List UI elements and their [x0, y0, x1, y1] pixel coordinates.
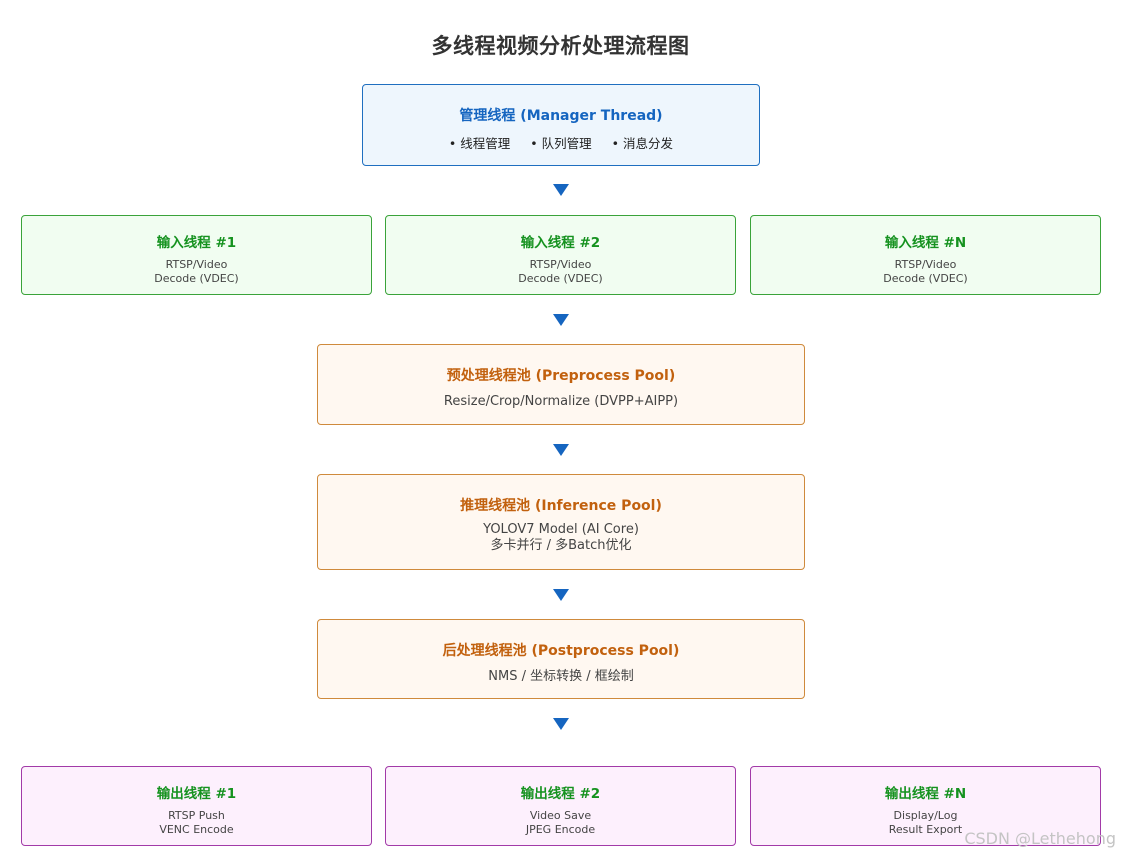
input-thread-1-line1: RTSP/Video — [165, 258, 228, 271]
input-thread-1-line2: Decode (VDEC) — [154, 272, 239, 285]
input-thread-1-desc: RTSP/Video Decode (VDEC) — [22, 258, 371, 286]
preprocess-pool-node: 预处理线程池 (Preprocess Pool) Resize/Crop/Nor… — [317, 344, 805, 425]
manager-bullet-thread-management: 线程管理 — [449, 133, 510, 152]
output-thread-1-line2: VENC Encode — [159, 823, 234, 836]
output-thread-n-heading: 输出线程 #N — [884, 786, 967, 802]
output-thread-n-line2: Result Export — [888, 823, 963, 836]
manager-thread-bullets: 线程管理 队列管理 消息分发 — [363, 133, 759, 152]
postprocess-pool-desc: NMS / 坐标转换 / 框绘制 — [318, 669, 804, 685]
output-thread-2-line2: JPEG Encode — [525, 823, 596, 836]
input-thread-2-line2: Decode (VDEC) — [518, 272, 603, 285]
output-thread-n-node: 输出线程 #N Display/Log Result Export — [750, 766, 1101, 846]
postprocess-pool-line1: NMS / 坐标转换 / 框绘制 — [488, 669, 634, 684]
output-thread-1-desc: RTSP Push VENC Encode — [22, 809, 371, 837]
output-thread-2-line1: Video Save — [529, 809, 592, 822]
output-thread-n-desc: Display/Log Result Export — [751, 809, 1100, 837]
manager-thread-node: 管理线程 (Manager Thread) 线程管理 队列管理 消息分发 — [362, 84, 760, 166]
output-thread-2-desc: Video Save JPEG Encode — [386, 809, 735, 837]
input-thread-n-desc: RTSP/Video Decode (VDEC) — [751, 258, 1100, 286]
arrow-down-icon — [553, 444, 569, 456]
output-thread-1-heading: 输出线程 #1 — [156, 786, 237, 802]
manager-bullet-message-dispatch: 消息分发 — [612, 133, 673, 152]
manager-thread-heading: 管理线程 (Manager Thread) — [459, 108, 663, 124]
input-thread-n-heading: 输入线程 #N — [884, 235, 967, 251]
preprocess-pool-desc: Resize/Crop/Normalize (DVPP+AIPP) — [318, 394, 804, 410]
inference-pool-heading: 推理线程池 (Inference Pool) — [460, 498, 662, 514]
arrow-down-icon — [553, 718, 569, 730]
input-thread-2-node: 输入线程 #2 RTSP/Video Decode (VDEC) — [385, 215, 736, 295]
diagram-title: 多线程视频分析处理流程图 — [431, 34, 690, 58]
input-thread-1-node: 输入线程 #1 RTSP/Video Decode (VDEC) — [21, 215, 372, 295]
arrow-down-icon — [553, 184, 569, 196]
inference-pool-line2: 多卡并行 / 多Batch优化 — [490, 538, 632, 553]
input-thread-n-node: 输入线程 #N RTSP/Video Decode (VDEC) — [750, 215, 1101, 295]
output-thread-n-line1: Display/Log — [893, 809, 958, 822]
input-thread-n-line1: RTSP/Video — [894, 258, 957, 271]
input-thread-2-line1: RTSP/Video — [529, 258, 592, 271]
watermark: CSDN @Lethehong — [964, 829, 1116, 848]
input-thread-n-line2: Decode (VDEC) — [883, 272, 968, 285]
inference-pool-line1: YOLOV7 Model (AI Core) — [483, 522, 639, 537]
arrow-down-icon — [553, 314, 569, 326]
output-thread-2-node: 输出线程 #2 Video Save JPEG Encode — [385, 766, 736, 846]
arrow-down-icon — [553, 589, 569, 601]
input-thread-2-heading: 输入线程 #2 — [520, 235, 601, 251]
manager-bullet-queue-management: 队列管理 — [530, 133, 592, 152]
preprocess-pool-heading: 预处理线程池 (Preprocess Pool) — [446, 368, 676, 384]
output-thread-1-node: 输出线程 #1 RTSP Push VENC Encode — [21, 766, 372, 846]
output-thread-1-line1: RTSP Push — [168, 809, 225, 822]
inference-pool-desc: YOLOV7 Model (AI Core) 多卡并行 / 多Batch优化 — [318, 522, 804, 554]
postprocess-pool-node: 后处理线程池 (Postprocess Pool) NMS / 坐标转换 / 框… — [317, 619, 805, 699]
postprocess-pool-heading: 后处理线程池 (Postprocess Pool) — [442, 643, 680, 659]
input-thread-1-heading: 输入线程 #1 — [156, 235, 237, 251]
input-thread-2-desc: RTSP/Video Decode (VDEC) — [386, 258, 735, 286]
output-thread-2-heading: 输出线程 #2 — [520, 786, 601, 802]
preprocess-pool-line1: Resize/Crop/Normalize (DVPP+AIPP) — [443, 394, 679, 409]
inference-pool-node: 推理线程池 (Inference Pool) YOLOV7 Model (AI … — [317, 474, 805, 570]
